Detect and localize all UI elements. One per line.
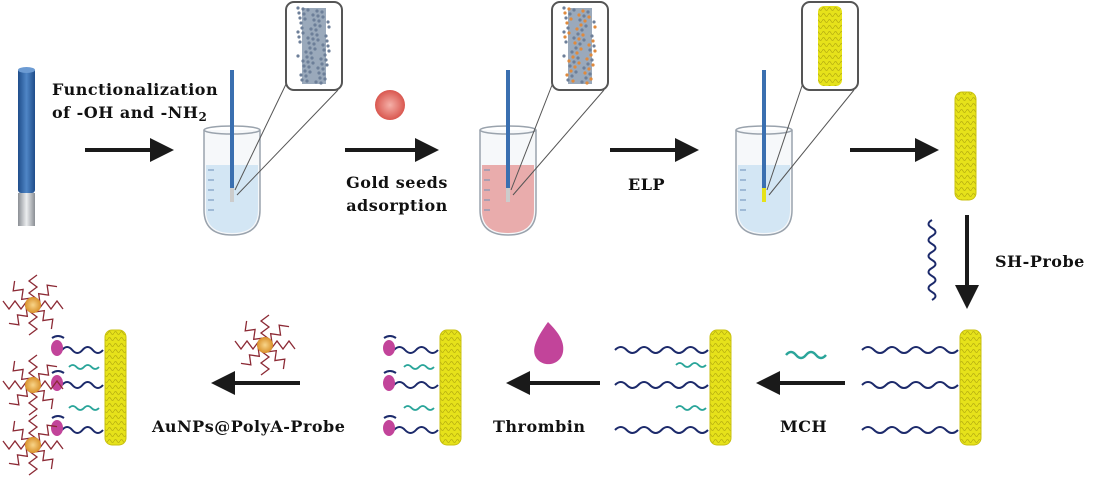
rod-probe bbox=[959, 329, 982, 446]
label-adsorption: adsorption bbox=[346, 196, 448, 215]
probe-strand bbox=[393, 426, 439, 434]
gold-nanoparticle bbox=[25, 297, 41, 313]
label-sh-probe: SH-Probe bbox=[995, 252, 1085, 271]
inset-elp bbox=[801, 1, 859, 91]
gold-nanoparticle bbox=[25, 377, 41, 393]
bound-thrombin bbox=[51, 375, 63, 391]
rod-mch bbox=[709, 329, 732, 446]
probe-strand bbox=[614, 426, 709, 434]
label-functionalization: Functionalization bbox=[52, 80, 218, 99]
gold-nanoparticle bbox=[25, 437, 41, 453]
test-tube-3 bbox=[735, 1, 859, 236]
bound-thrombin bbox=[383, 340, 395, 356]
probe-strand bbox=[861, 346, 959, 354]
electrode bbox=[506, 70, 510, 188]
test-tube-1 bbox=[203, 1, 343, 236]
electrode bbox=[230, 70, 234, 188]
mch-strand bbox=[403, 364, 435, 370]
bound-thrombin bbox=[383, 375, 395, 391]
rod-aunps bbox=[104, 329, 127, 446]
label-aunps-polya-probe: AuNPs@PolyA-Probe bbox=[151, 417, 345, 436]
probe-strand bbox=[861, 426, 959, 434]
test-tube-2 bbox=[479, 1, 609, 236]
probe-strand bbox=[393, 381, 439, 389]
label-mch: MCH bbox=[780, 417, 827, 436]
bound-thrombin bbox=[51, 420, 63, 436]
mch-strand bbox=[403, 405, 435, 411]
mch-free-strand bbox=[785, 350, 827, 360]
aptamer-loop bbox=[383, 370, 397, 374]
probe-strand bbox=[61, 426, 104, 434]
thrombin-icon bbox=[534, 322, 564, 365]
bound-thrombin bbox=[383, 420, 395, 436]
label-thrombin: Thrombin bbox=[493, 417, 585, 436]
label-gold-seeds: Gold seeds bbox=[346, 173, 448, 192]
probe-strand bbox=[61, 346, 104, 354]
gold-nanoparticle bbox=[257, 337, 273, 353]
aptamer-loop bbox=[51, 335, 65, 339]
elp-rod bbox=[954, 91, 977, 201]
label-elp: ELP bbox=[628, 175, 665, 194]
mch-strand bbox=[675, 405, 707, 411]
probe-strand bbox=[614, 346, 709, 354]
bare-electrode bbox=[18, 67, 35, 226]
gold-seed-icon bbox=[375, 90, 405, 120]
probe-strand bbox=[61, 381, 104, 389]
bound-aunp bbox=[2, 354, 64, 416]
bound-aunp bbox=[2, 414, 64, 476]
rod-thrombin bbox=[439, 329, 462, 446]
sh-probe-strand bbox=[927, 219, 937, 301]
aptamer-loop bbox=[51, 370, 65, 374]
probe-strand bbox=[393, 346, 439, 354]
aptamer-loop bbox=[51, 415, 65, 419]
inset-gold-seeds bbox=[551, 1, 609, 91]
aunp-polya-probe-icon bbox=[234, 314, 296, 376]
aptamer-loop bbox=[383, 415, 397, 419]
mch-strand bbox=[675, 362, 707, 368]
electrode bbox=[762, 70, 766, 188]
inset-functionalized bbox=[285, 1, 343, 91]
probe-strand bbox=[614, 381, 709, 389]
label-oh-nh2: of -OH and -NH2 bbox=[52, 103, 207, 124]
aptamer-loop bbox=[383, 335, 397, 339]
probe-strand bbox=[861, 381, 959, 389]
bound-thrombin bbox=[51, 340, 63, 356]
mch-strand bbox=[68, 405, 100, 411]
bound-aunp bbox=[2, 274, 64, 336]
mch-strand bbox=[68, 364, 100, 370]
